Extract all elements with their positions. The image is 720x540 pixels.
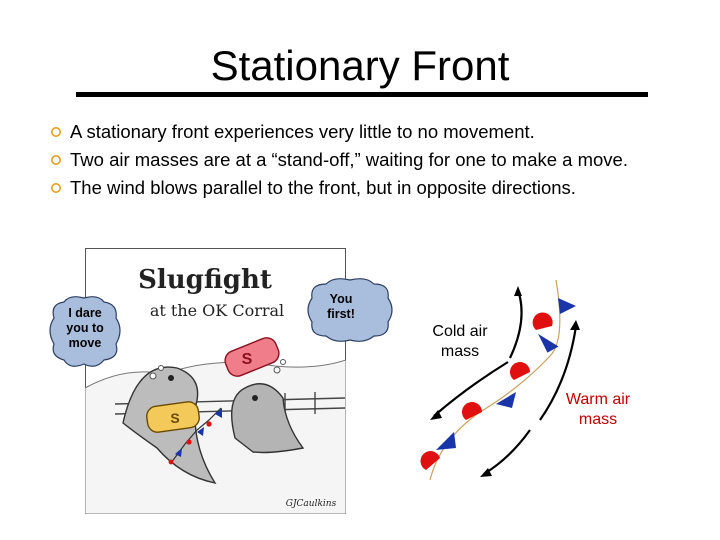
bullet-item: A stationary front experiences very litt… [50, 118, 710, 146]
warm-front-symbols [420, 312, 553, 470]
warm-air-label: Warm air mass [565, 391, 631, 428]
stationary-front-diagram [420, 279, 580, 481]
bullet-item: Two air masses are at a “stand-off,” wai… [50, 146, 710, 174]
bullet-text: The wind blows parallel to the front, bu… [70, 177, 576, 198]
svg-text:S: S [242, 351, 253, 368]
bullet-text: A stationary front experiences very litt… [70, 121, 535, 142]
cartoon-subheading: at the OK Corral [150, 301, 284, 320]
bullet-icon [51, 127, 61, 137]
slugfight-cartoon: Slugfight at the OK Corral S S GJCaulkin [85, 248, 346, 514]
bullet-icon [51, 183, 61, 193]
cold-front-symbols [436, 298, 576, 450]
bullet-icon [51, 155, 61, 165]
left-speech-bubble [49, 296, 121, 367]
svg-text:S: S [170, 410, 179, 426]
cold-air-label: Cold air mass [432, 323, 488, 360]
left-bubble-text: I dare you to move [66, 306, 104, 350]
pink-can: S [224, 337, 280, 377]
right-speech-bubble [307, 278, 393, 342]
right-slug [231, 383, 305, 454]
bullet-text: Two air masses are at a “stand-off,” wai… [70, 149, 628, 170]
cartoon-heading: Slugfight [138, 265, 272, 295]
title-underline [76, 92, 648, 97]
bullet-list: A stationary front experiences very litt… [50, 118, 710, 202]
cartoon-credit: GJCaulkins [286, 499, 337, 509]
cartoon-front-symbols [168, 408, 222, 465]
yellow-can: S [146, 401, 200, 433]
slide-title: Stationary Front [210, 42, 510, 89]
bullet-item: The wind blows parallel to the front, bu… [50, 174, 710, 202]
arrowheads [430, 286, 580, 477]
front-line [429, 279, 561, 481]
right-bubble-text: You first! [327, 292, 355, 321]
